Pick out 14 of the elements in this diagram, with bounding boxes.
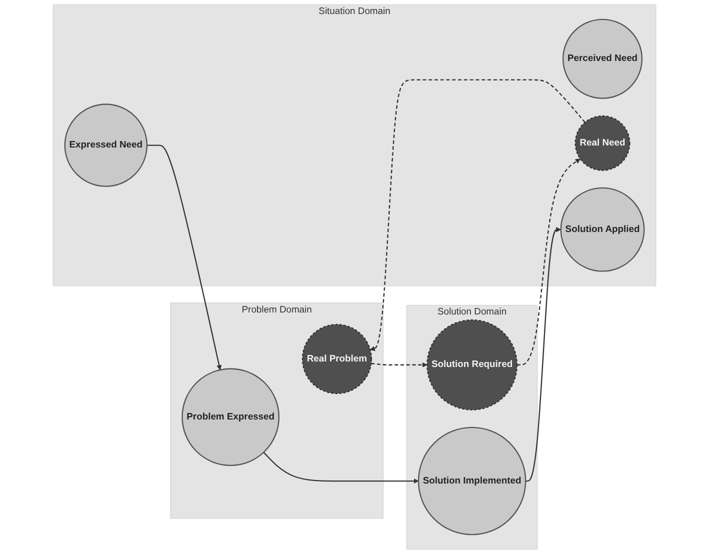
node-circle: Solution Required	[426, 319, 518, 410]
node-circle: Real Need	[574, 115, 630, 171]
arrow	[263, 452, 419, 484]
node-circle: Expressed Need	[64, 104, 148, 187]
arrow	[516, 158, 580, 366]
arrow	[146, 144, 222, 370]
arrow	[370, 79, 586, 352]
node-circle: Real Problem	[302, 324, 372, 394]
node-circle: Solution Applied	[560, 187, 645, 272]
node-circle: Perceived Need	[562, 18, 643, 99]
node-circle: Problem Expressed	[182, 368, 280, 466]
arrow	[371, 362, 428, 368]
node-circle: Solution Implemented	[418, 426, 526, 536]
arrow	[526, 227, 562, 482]
